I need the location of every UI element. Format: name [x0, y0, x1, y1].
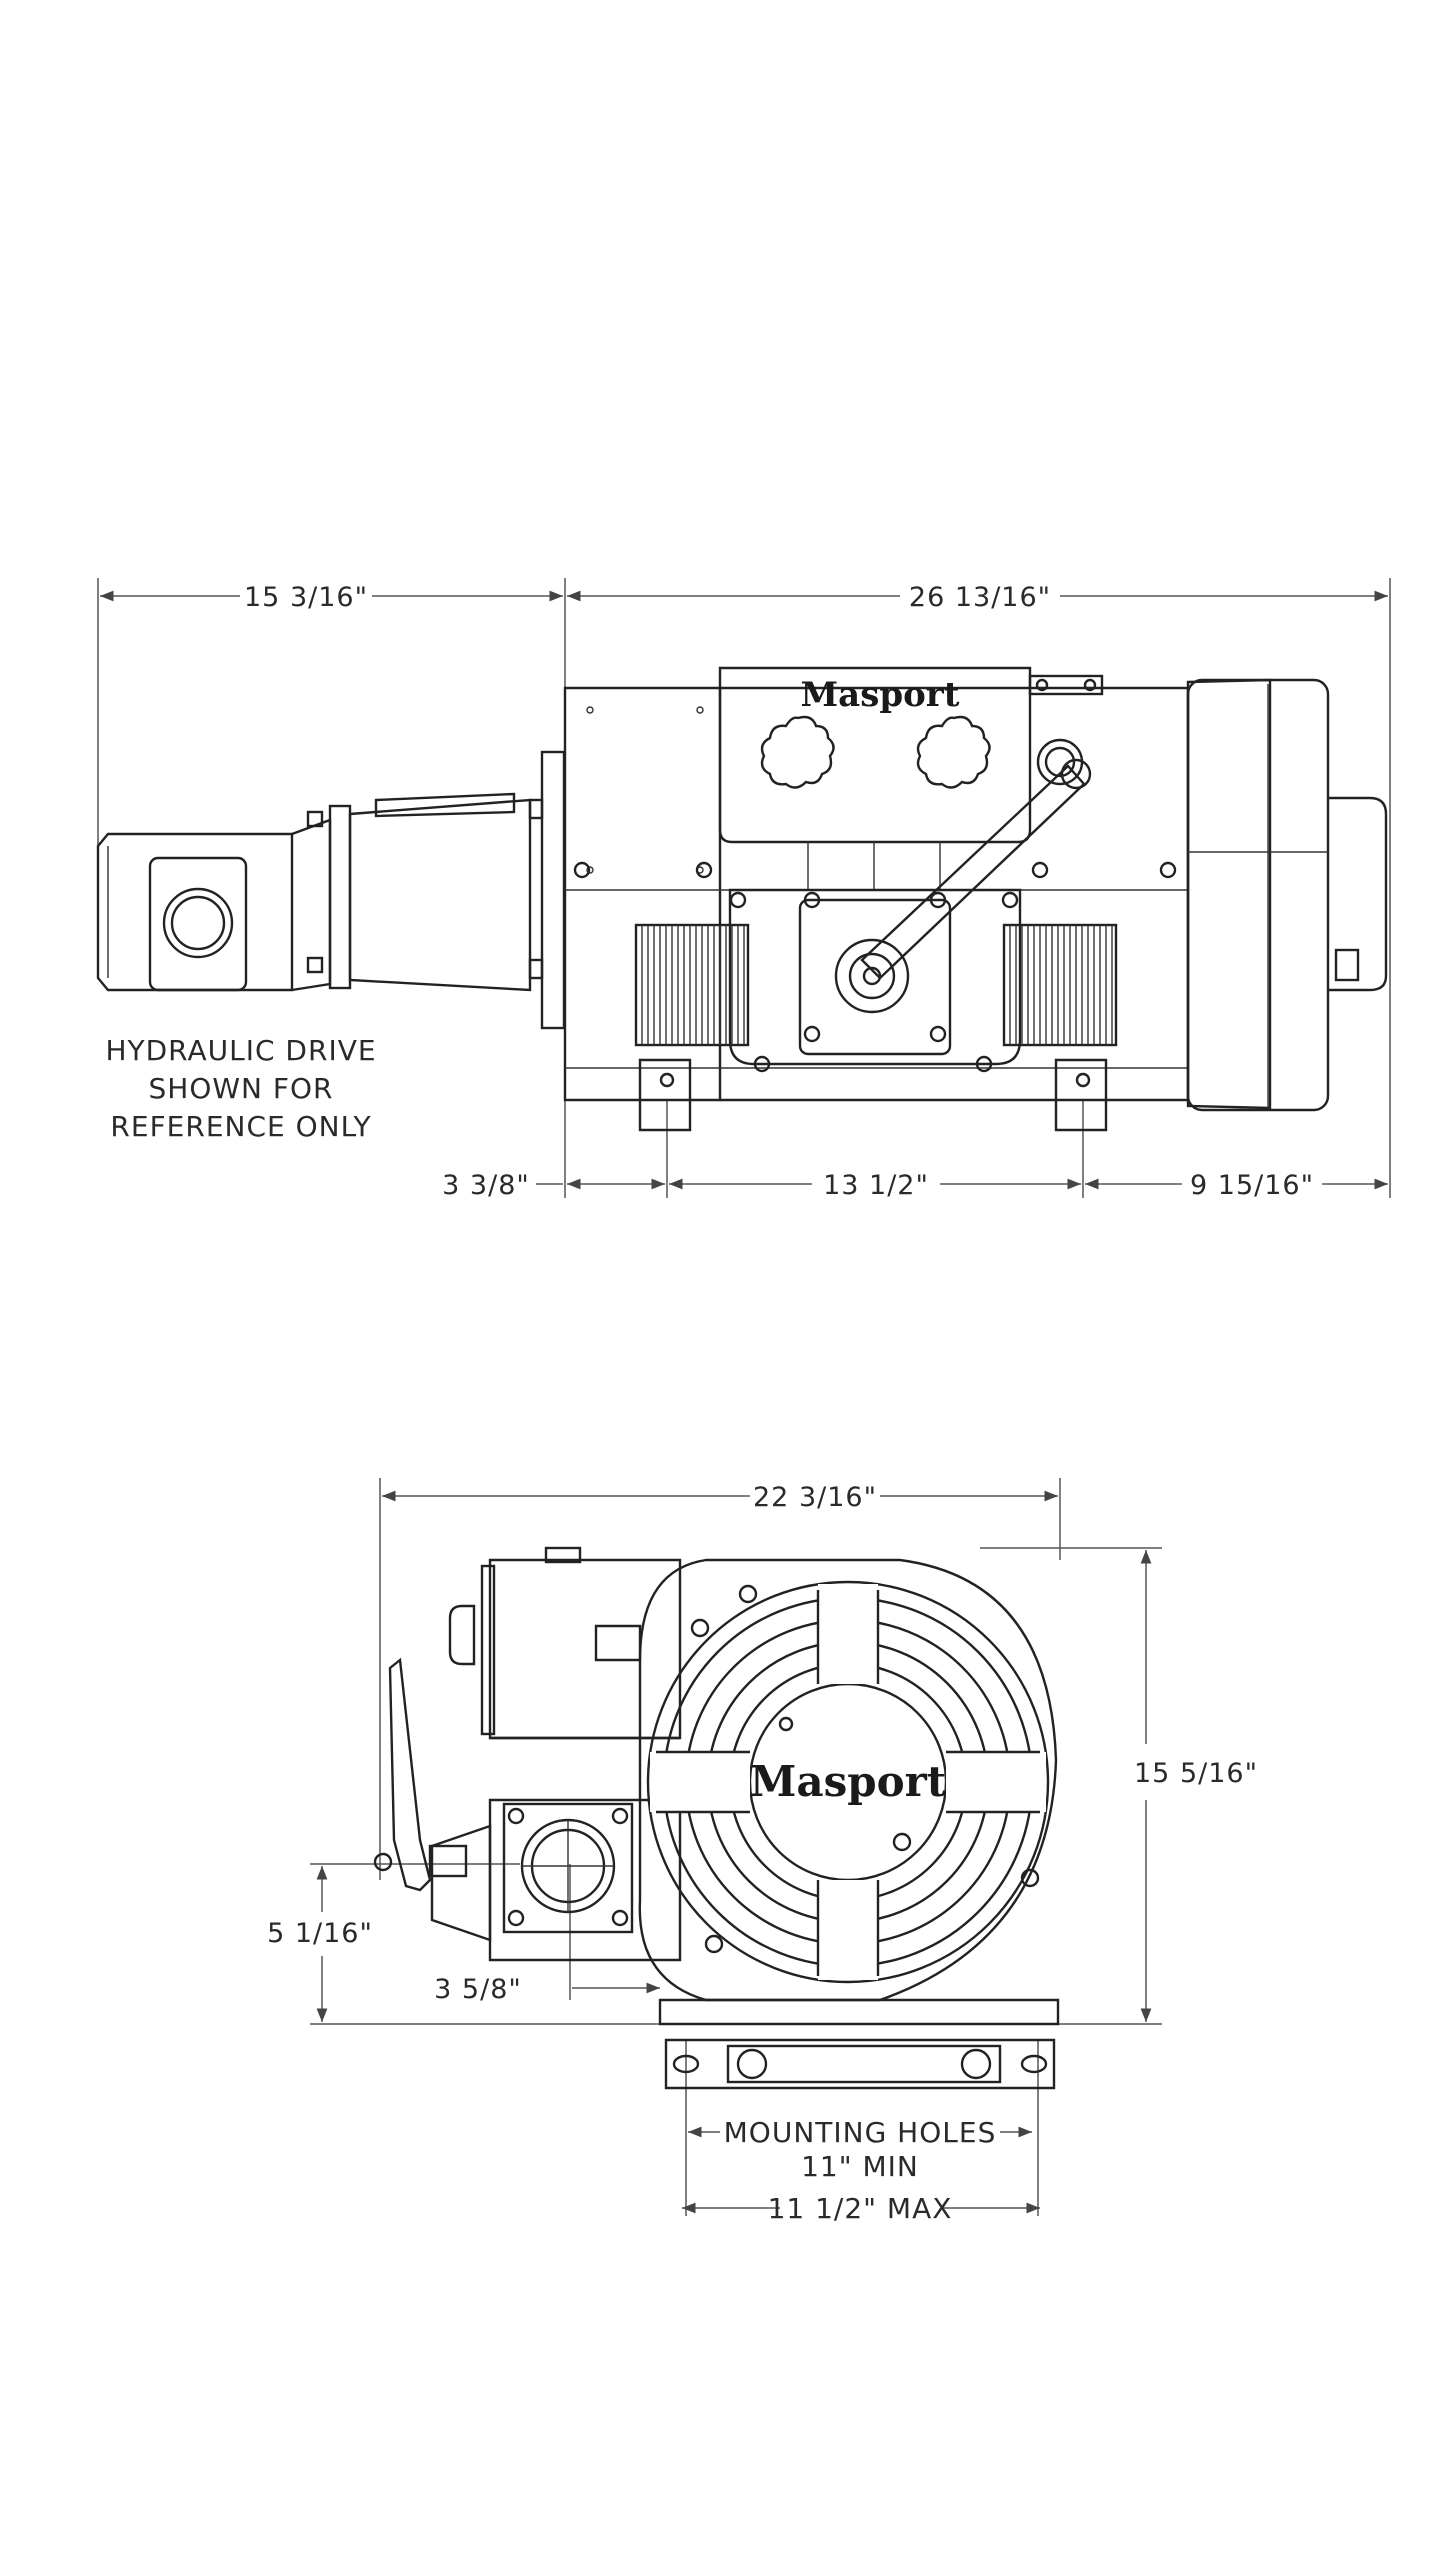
dim-label-5-1-16: 5 1/16" [267, 1918, 373, 1949]
mounting-holes-min: 11" MIN [801, 2150, 919, 2183]
mounting-holes-label: MOUNTING HOLES [724, 2116, 997, 2149]
end-housing [373, 1546, 682, 1962]
cooling-fins-right [1002, 923, 1118, 1047]
dim-mounting-max: 11 1/2" MAX [682, 2192, 1040, 2225]
dim-label-3-5-8: 3 5/8" [434, 1974, 522, 2005]
dim-label-15-5-16: 15 5/16" [1134, 1758, 1258, 1789]
hydraulic-note: HYDRAULIC DRIVE SHOWN FOR REFERENCE ONLY [105, 1034, 376, 1143]
masport-logo-top: Masport [801, 675, 960, 715]
dim-bottom-a: 3 3/8" [442, 1170, 665, 1201]
crank-handle [834, 758, 1092, 1014]
dim-end-height: 15 5/16" [1134, 1550, 1258, 2022]
dim-mounting-holes: MOUNTING HOLES 11" MIN [688, 2116, 1032, 2183]
dim-bottom-c: 9 15/16" [1085, 1170, 1388, 1201]
dim-label-26-13-16: 26 13/16" [909, 582, 1051, 613]
dim-label-3-3-8: 3 3/8" [442, 1170, 530, 1201]
pump-body: Masport [563, 666, 1190, 1132]
cooling-fins-left [634, 923, 750, 1047]
dim-overall-left: 15 3/16" [100, 582, 563, 613]
dim-label-9-15-16: 9 15/16" [1190, 1170, 1314, 1201]
fan-cover: Masport [638, 1558, 1058, 2002]
base-plate [658, 1998, 1060, 2090]
note-line-1: HYDRAULIC DRIVE [105, 1034, 376, 1067]
dim-port-offset: 3 5/8" [434, 1974, 660, 2005]
dim-end-width: 22 3/16" [382, 1482, 1058, 1513]
hydraulic-drive [96, 750, 566, 1030]
end-view: 22 3/16" 15 5/16" 5 1/16" 3 5/8" [267, 1478, 1258, 2225]
dim-bottom-b: 13 1/2" [669, 1170, 1081, 1201]
mounting-max-label: 11 1/2" MAX [768, 2192, 953, 2225]
note-line-3: REFERENCE ONLY [110, 1110, 371, 1143]
dim-label-13-1-2: 13 1/2" [823, 1170, 929, 1201]
dim-overall-right: 26 13/16" [567, 582, 1388, 613]
dim-label-15-3-16: 15 3/16" [244, 582, 368, 613]
masport-logo-end: Masport [750, 1757, 947, 1806]
dim-port-height: 5 1/16" [267, 1866, 373, 2022]
motor [1186, 678, 1388, 1112]
dim-label-22-3-16: 22 3/16" [753, 1482, 877, 1513]
note-line-2: SHOWN FOR [149, 1072, 334, 1105]
side-view: 15 3/16" 26 13/16" HYDRAULIC DRIVE [96, 578, 1391, 1201]
